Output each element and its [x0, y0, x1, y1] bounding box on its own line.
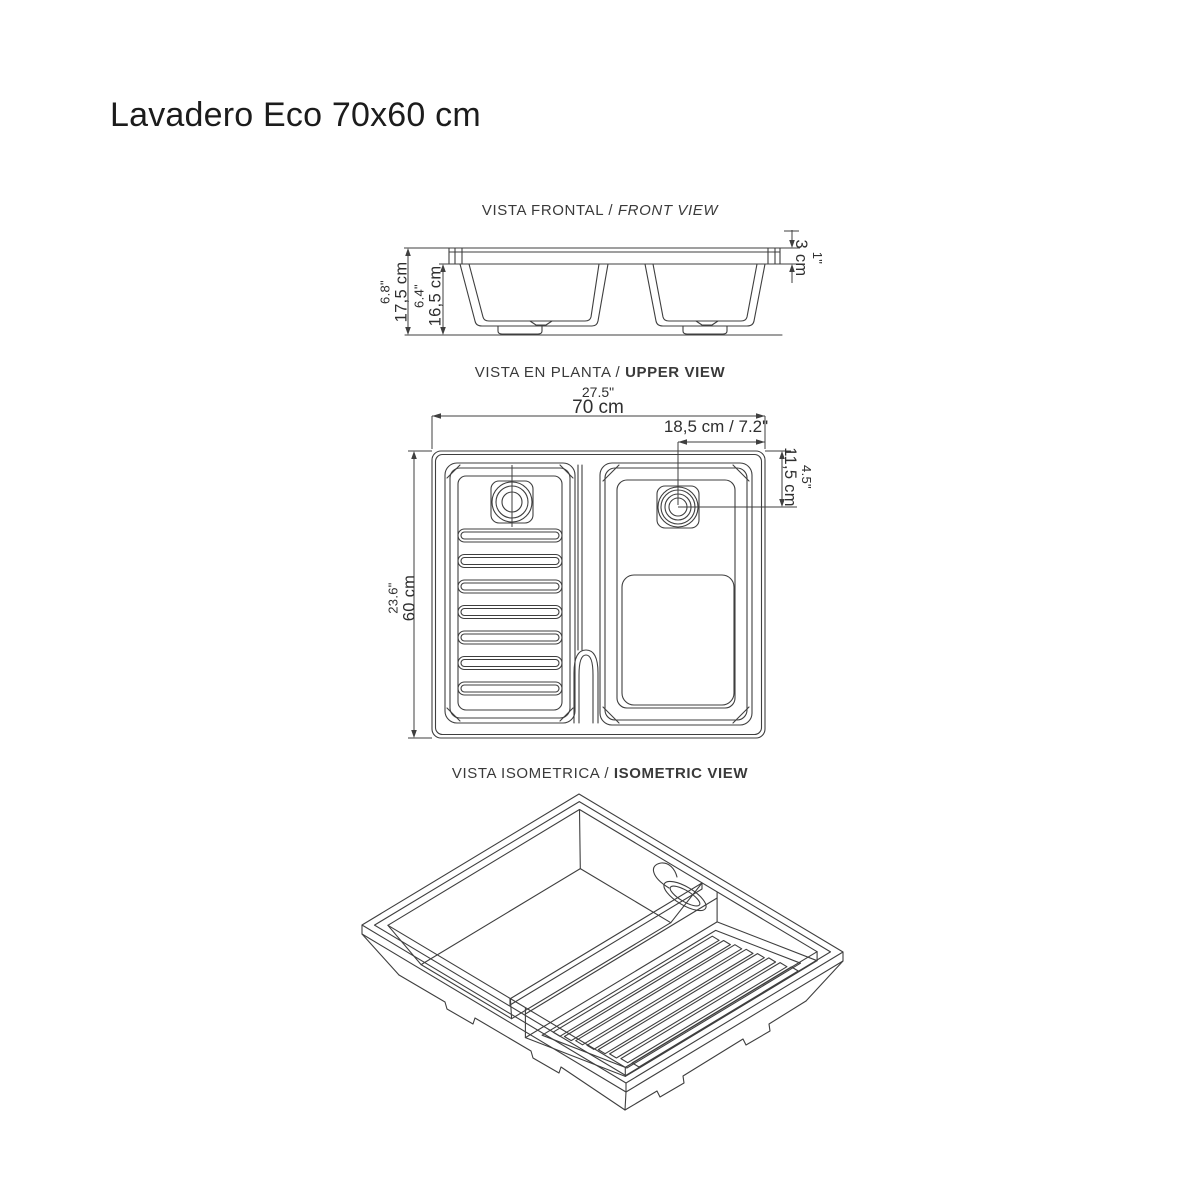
- upper-depth-cm: 60 cm: [400, 574, 419, 622]
- front-rim-thickness-dim: 1" 3 cm: [791, 239, 825, 277]
- upper-drain-inset-in: 4.5": [798, 465, 814, 489]
- upper-drain-inset-cm: 11,5 cm: [780, 447, 799, 507]
- front-view-label-es: VISTA FRONTAL: [481, 202, 604, 219]
- front-outer-height-dim: 6.8" 17,5 cm: [377, 261, 411, 323]
- front-view-label-en: FRONT VIEW: [617, 202, 719, 219]
- label-separator: /: [599, 765, 614, 782]
- front-view-drawing: [380, 225, 830, 350]
- front-outer-height-cm: 17,5 cm: [392, 261, 411, 323]
- page-title: Lavadero Eco 70x60 cm: [110, 96, 481, 134]
- isometric-washboard-ribs: [553, 936, 798, 1067]
- upper-drain-offset-dim: 18,5 cm / 7.2": [663, 417, 769, 436]
- label-separator: /: [603, 202, 618, 219]
- upper-depth-dim: 23.6" 60 cm: [385, 574, 419, 622]
- isometric-view-drawing: [345, 785, 880, 1125]
- front-view-label: VISTA FRONTAL / FRONT VIEW: [300, 202, 900, 219]
- isometric-drain: [653, 863, 710, 916]
- upper-view-label: VISTA EN PLANTA / UPPER VIEW: [300, 364, 900, 381]
- isometric-view-label-es: VISTA ISOMETRICA: [451, 765, 600, 782]
- front-inner-height-cm: 16,5 cm: [426, 265, 445, 327]
- isometric-view-label: VISTA ISOMETRICA / ISOMETRIC VIEW: [300, 765, 900, 782]
- front-rim-thickness-in: 1": [809, 251, 825, 265]
- upper-view-drawing: [395, 413, 845, 770]
- label-separator: /: [610, 364, 626, 381]
- front-inner-height-in: 6.4": [411, 284, 427, 308]
- upper-depth-in: 23.6": [385, 582, 401, 614]
- isometric-view-label-en: ISOMETRIC VIEW: [613, 765, 749, 782]
- washboard-ribs: [458, 529, 562, 695]
- front-rim-thickness-cm: 3 cm: [791, 239, 810, 277]
- upper-width-in: 27.5": [581, 384, 615, 400]
- left-drain: [491, 465, 533, 527]
- upper-view-label-en: UPPER VIEW: [625, 364, 726, 381]
- upper-drain-inset-dim: 4.5" 11,5 cm: [780, 447, 814, 507]
- upper-width-cm: 70 cm: [572, 397, 624, 418]
- front-inner-height-dim: 6.4" 16,5 cm: [411, 265, 445, 327]
- front-outer-height-in: 6.8": [377, 280, 393, 304]
- upper-view-label-es: VISTA EN PLANTA: [474, 364, 611, 381]
